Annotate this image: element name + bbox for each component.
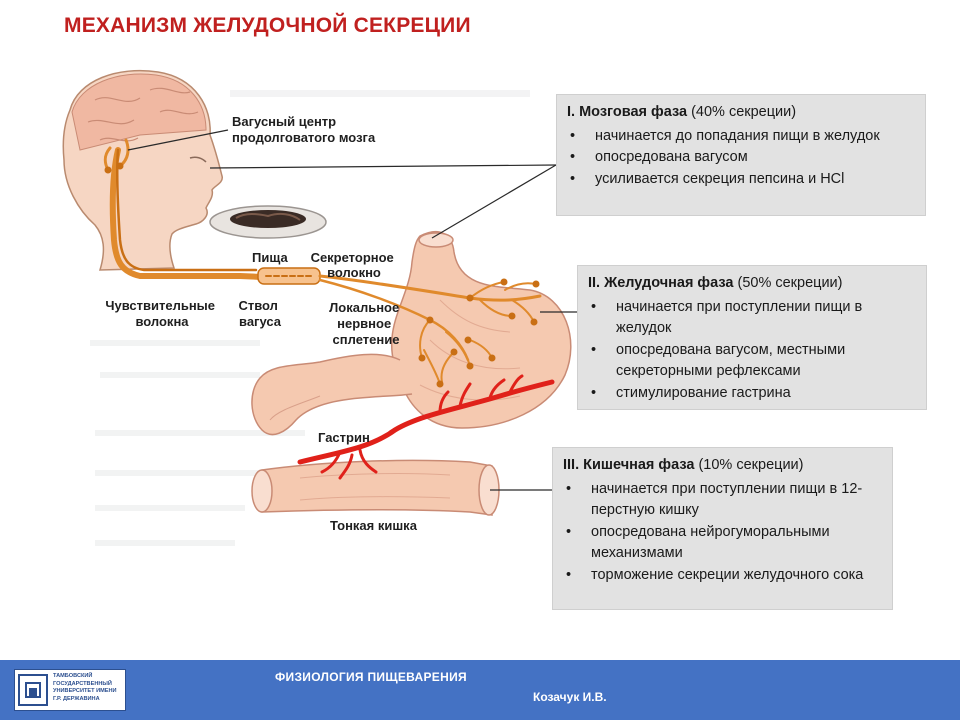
- slide-title: МЕХАНИЗМ ЖЕЛУДОЧНОЙ СЕКРЕЦИИ: [64, 14, 471, 37]
- phase-1-name: I. Мозговая фаза: [567, 104, 688, 120]
- phase-1-heading: I. Мозговая фаза (40% секреции): [567, 102, 915, 124]
- phase-2-point: опосредована вагусом, местными секреторн…: [588, 340, 916, 383]
- nerve-plexus-nodes: [104, 162, 540, 388]
- phase-3-box: III. Кишечная фаза (10% секреции) начина…: [552, 447, 893, 610]
- label-vagus-trunk: Ствол вагуса: [238, 298, 281, 329]
- footer-author: Козачук И.В.: [533, 690, 607, 704]
- phase-3-point: опосредована нейрогуморальными механизма…: [563, 522, 882, 565]
- background-texture: [90, 90, 530, 546]
- vagus-nerve-pathway: [103, 138, 542, 385]
- label-food: Пища: [252, 250, 288, 265]
- phase-2-heading: II. Желудочная фаза (50% секреции): [588, 273, 916, 295]
- phase-3-point: начинается при поступлении пищи в 12-пер…: [563, 479, 882, 522]
- phase-3-point: торможение секреции желудочного сока: [563, 565, 882, 587]
- footer-course-title: ФИЗИОЛОГИЯ ПИЩЕВАРЕНИЯ: [275, 670, 467, 684]
- phase-1-point: опосредована вагусом: [567, 147, 915, 169]
- gastric-secretion-diagram: Вагусный центр продолговатого мозга Пища…: [62, 69, 577, 546]
- label-gastrin: Гастрин: [318, 430, 370, 445]
- phase-1-share: (40% секреции): [691, 104, 797, 120]
- phase-1-box: I. Мозговая фаза (40% секреции) начинает…: [556, 94, 926, 216]
- phase-3-name: III. Кишечная фаза: [563, 457, 695, 473]
- phase-2-point: стимулирование гастрина: [588, 383, 916, 405]
- stomach-illustration: [251, 231, 572, 436]
- footer-bar: [0, 660, 960, 720]
- label-secretory-fiber: Секреторное волокно: [311, 250, 398, 280]
- university-logo-text: Тамбовский государственный университет и…: [53, 673, 117, 702]
- phase-1-point: начинается до попадания пищи в желудок: [567, 126, 915, 148]
- small-intestine-illustration: [251, 459, 500, 516]
- phase-2-name: II. Желудочная фаза: [588, 275, 734, 291]
- label-vagus-center: Вагусный центр продолговатого мозга: [232, 114, 376, 145]
- head-illustration: [62, 69, 223, 271]
- phase-3-heading: III. Кишечная фаза (10% секреции): [563, 455, 882, 477]
- phase-1-points: начинается до попадания пищи в желудок о…: [567, 126, 915, 191]
- label-small-intestine: Тонкая кишка: [330, 518, 418, 533]
- phase-3-points: начинается при поступлении пищи в 12-пер…: [563, 479, 882, 587]
- label-local-plexus: Локальное нервное сплетение: [329, 300, 403, 347]
- label-sensory-fibers: Чувствительные волокна: [105, 298, 218, 329]
- phase-2-points: начинается при поступлении пищи в желудо…: [588, 297, 916, 405]
- university-emblem-icon: [18, 674, 48, 706]
- phase-2-point: начинается при поступлении пищи в желудо…: [588, 297, 916, 340]
- callout-lines: [127, 129, 577, 491]
- phase-3-share: (10% секреции): [698, 457, 804, 473]
- phase-1-point: усиливается секреция пепсина и HCl: [567, 169, 915, 191]
- food-plate-illustration: [209, 205, 327, 239]
- phase-2-share: (50% секреции): [737, 275, 843, 291]
- phase-2-box: II. Желудочная фаза (50% секреции) начин…: [577, 265, 927, 410]
- university-logo: Тамбовский государственный университет и…: [14, 669, 126, 711]
- gastrin-blood-vessels: [297, 374, 555, 480]
